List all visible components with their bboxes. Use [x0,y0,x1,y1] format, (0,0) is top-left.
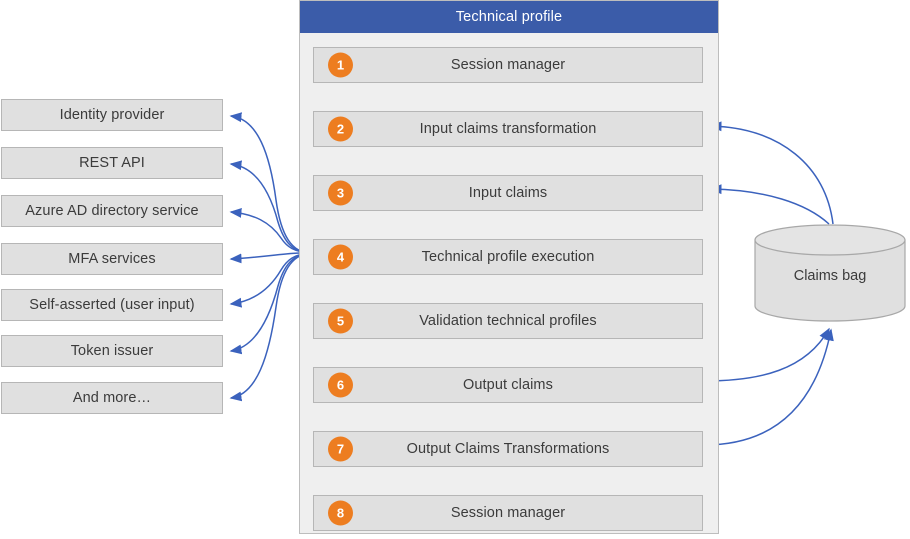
panel-title: Technical profile [455,9,563,25]
source-box-label: Token issuer [70,343,154,359]
step-label: Validation technical profiles [419,313,597,329]
source-box-label: MFA services [68,251,156,267]
source-box-mfa-services[interactable]: MFA services [1,243,223,275]
source-box-and-more[interactable]: And more… [1,382,223,414]
source-box-azure-ad-directory-service[interactable]: Azure AD directory service [1,195,223,227]
step-number-badge: 5 [328,308,353,334]
step-3-input-claims[interactable]: 3 Input claims [313,175,703,211]
step-7-output-claims-transformations[interactable]: 7 Output Claims Transformations [313,431,703,467]
read-arrow-claims-bag-to-input-claims [709,184,830,225]
step-number-badge: 8 [328,500,353,526]
source-box-rest-api[interactable]: REST API [1,147,223,179]
source-box-identity-provider[interactable]: Identity provider [1,99,223,131]
panel-title-bar: Technical profile [300,1,718,33]
step-number-badge: 7 [328,436,353,462]
step-label: Input claims transformation [419,121,597,137]
source-box-label: Azure AD directory service [25,203,199,219]
step-number-badge: 1 [328,52,353,78]
read-arrow-claims-bag-to-input-claims-transformation [709,121,834,225]
step-number-badge: 2 [328,116,353,142]
step-2-input-claims-transformation[interactable]: 2 Input claims transformation [313,111,703,147]
source-box-self-asserted[interactable]: Self-asserted (user input) [1,289,223,321]
source-box-label: Self-asserted (user input) [29,297,195,313]
source-box-label: Identity provider [59,107,165,123]
step-label: Output Claims Transformations [406,441,610,457]
step-5-validation-technical-profiles[interactable]: 5 Validation technical profiles [313,303,703,339]
step-label: Session manager [450,57,566,73]
step-label: Input claims [468,185,548,201]
step-6-output-claims[interactable]: 6 Output claims [313,367,703,403]
write-arrow-output-claims-to-claims-bag [703,327,830,382]
step-label: Output claims [463,377,553,393]
step-4-technical-profile-execution[interactable]: 4 Technical profile execution [313,239,703,275]
source-box-token-issuer[interactable]: Token issuer [1,335,223,367]
step-label: Technical profile execution [421,249,595,265]
source-box-label: And more… [72,390,152,406]
cylinder-shape [754,224,906,322]
step-number-badge: 4 [328,244,353,270]
write-arrow-output-transformations-to-claims-bag [703,328,834,446]
step-number-badge: 3 [328,180,353,206]
source-box-label: REST API [79,155,145,171]
step-number-badge: 6 [328,372,353,398]
step-8-session-manager[interactable]: 8 Session manager [313,495,703,531]
step-label: Session manager [450,505,566,521]
step-1-session-manager[interactable]: 1 Session manager [313,47,703,83]
technical-profile-panel: Technical profile 1 Session manager 2 In… [299,0,719,534]
claims-bag-cylinder[interactable]: Claims bag [754,224,906,322]
